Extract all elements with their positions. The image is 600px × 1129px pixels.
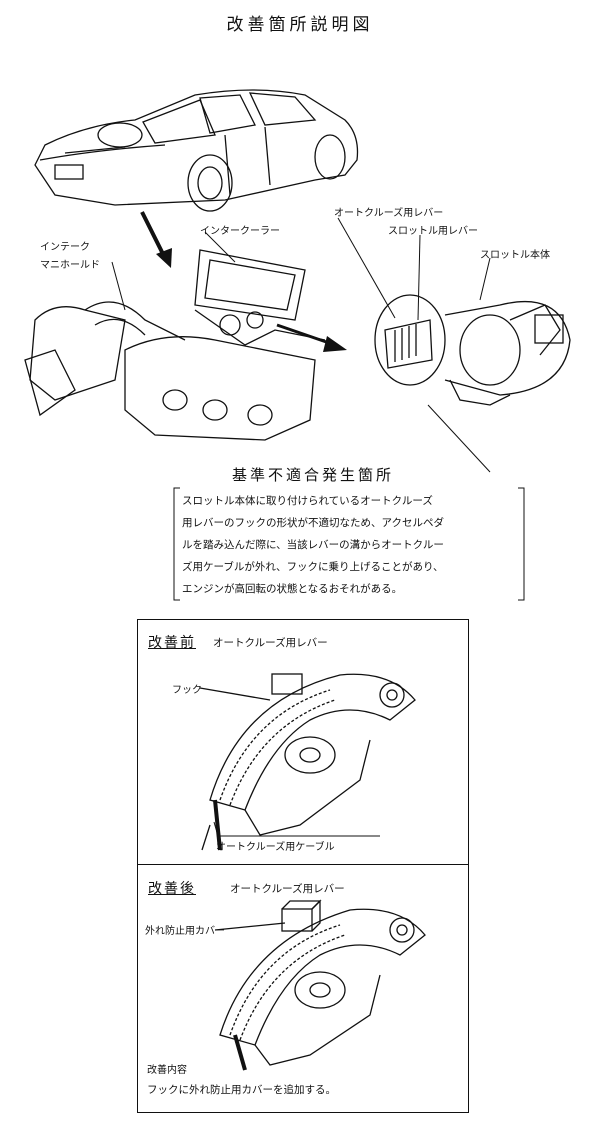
label-throttle-lever: スロットル用レバー	[388, 226, 478, 237]
label-manifold: マニホールド	[40, 260, 100, 271]
before-cable-label: オートクルーズ用ケーブル	[216, 842, 335, 853]
description-bracket	[173, 487, 525, 601]
label-intercooler: インタークーラー	[200, 226, 280, 237]
description-line: 用レバーのフックの形状が不適切なため、アクセルペダ	[182, 517, 444, 529]
car-illustration	[34, 89, 359, 212]
before-subtitle: オートクルーズ用レバー	[213, 637, 328, 649]
engine-illustration	[24, 249, 326, 441]
page-title: 改善箇所説明図	[226, 15, 374, 35]
after-cover-label: 外れ防止用カバー	[145, 926, 225, 937]
defect-description: スロットル本体に取り付けられているオートクルーズ 用レバーのフックの形状が不適切…	[182, 490, 516, 600]
before-hook-label: フック	[172, 685, 202, 696]
label-cruise-lever: オートクルーズ用レバー	[334, 208, 444, 219]
before-lever-illustration	[199, 673, 416, 851]
defect-heading: 基準不適合発生箇所	[232, 466, 395, 484]
before-cable-underline	[213, 821, 380, 837]
comparison-box	[137, 619, 469, 1113]
arrow-car-to-engine	[140, 211, 172, 268]
description-line: エンジンが高回転の状態となるおそれがある。	[182, 583, 403, 595]
before-heading: 改善前	[148, 635, 196, 651]
after-lever-illustration	[214, 899, 426, 1071]
description-line: ルを踏み込んだ際に、当該レバーの溝からオートクルー	[182, 539, 444, 551]
arrow-engine-to-throttle	[276, 323, 347, 352]
label-throttle-body: スロットル本体	[480, 250, 550, 261]
leader-lines	[111, 217, 491, 473]
description-line: ズ用ケーブルが外れ、フックに乗り上げることがあり、	[182, 561, 444, 573]
after-subtitle: オートクルーズ用レバー	[230, 883, 345, 895]
label-intake: インテーク	[40, 242, 90, 253]
description-line: スロットル本体に取り付けられているオートクルーズ	[182, 495, 433, 507]
after-content-text: フックに外れ防止用カバーを追加する。	[147, 1084, 336, 1096]
comparison-divider	[137, 864, 469, 865]
throttle-body-illustration	[374, 294, 571, 406]
after-heading: 改善後	[148, 881, 196, 897]
after-content-heading: 改善内容	[147, 1065, 187, 1076]
